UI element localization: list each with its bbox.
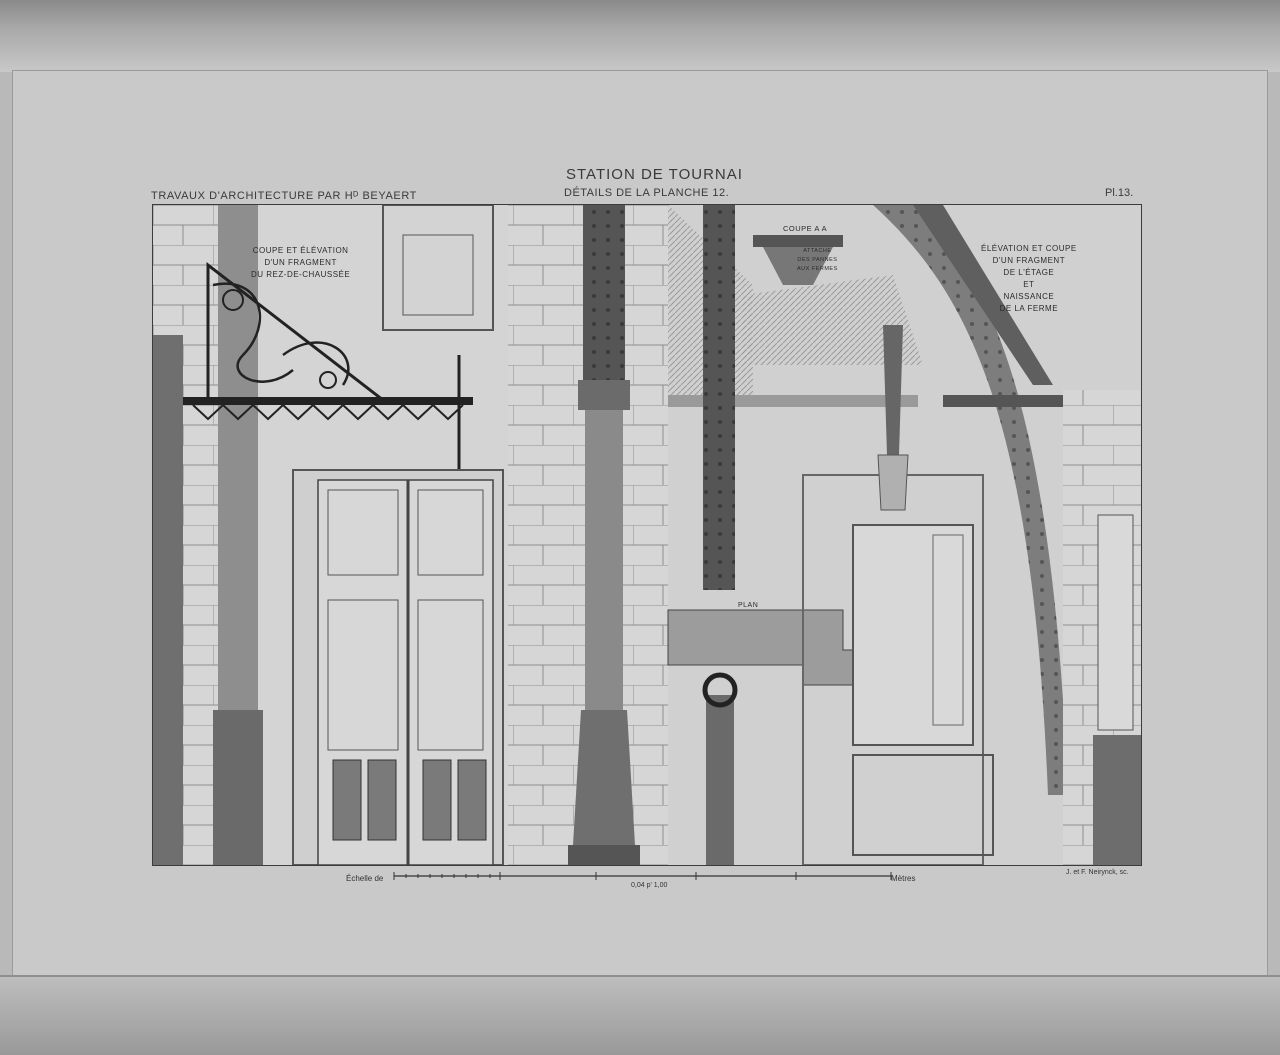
film-edge-top bbox=[0, 0, 1280, 72]
ring-detail bbox=[702, 672, 738, 708]
scale-ruler bbox=[393, 872, 892, 880]
label-plan: PLAN bbox=[738, 602, 759, 609]
scale-bar: Échelle de 0,04 p' 1,00 Mètres bbox=[346, 868, 946, 898]
label-coupe-elevation: COUPE ET ÉLÉVATION D'UN FRAGMENT DU REZ-… bbox=[251, 246, 351, 279]
scale-label: Échelle de bbox=[346, 874, 384, 883]
label-coupe-aa: COUPE A A bbox=[783, 224, 828, 233]
film-edge-bottom bbox=[0, 975, 1280, 1055]
drawing-plate: COUPE ET ÉLÉVATION D'UN FRAGMENT DU REZ-… bbox=[152, 204, 1142, 866]
label-attache: ATTACHE DES PANNES AUX FERMES bbox=[797, 248, 838, 272]
lamp-arm bbox=[183, 397, 473, 405]
author-header: TRAVAUX D'ARCHITECTURE PAR Hᴰ BEYAERT bbox=[151, 190, 417, 202]
scale-ratio: 0,04 p' 1,00 bbox=[631, 882, 668, 889]
engraver-credit: J. et F. Neirynck, sc. bbox=[1066, 869, 1129, 876]
upper-window bbox=[382, 205, 494, 331]
door-panels bbox=[332, 759, 487, 841]
scale-unit: Mètres bbox=[891, 874, 916, 883]
sheet-title: STATION DE TOURNAI bbox=[566, 166, 743, 183]
sheet-subtitle: DÉTAILS DE LA PLANCHE 12. bbox=[564, 187, 730, 199]
architectural-drawing bbox=[153, 205, 1141, 865]
plate-number: Pl.13. bbox=[1105, 187, 1134, 199]
ceiling-vault bbox=[743, 275, 923, 365]
label-elevation-coupe: ÉLÉVATION ET COUPE D'UN FRAGMENT DE L'ÉT… bbox=[981, 244, 1077, 313]
